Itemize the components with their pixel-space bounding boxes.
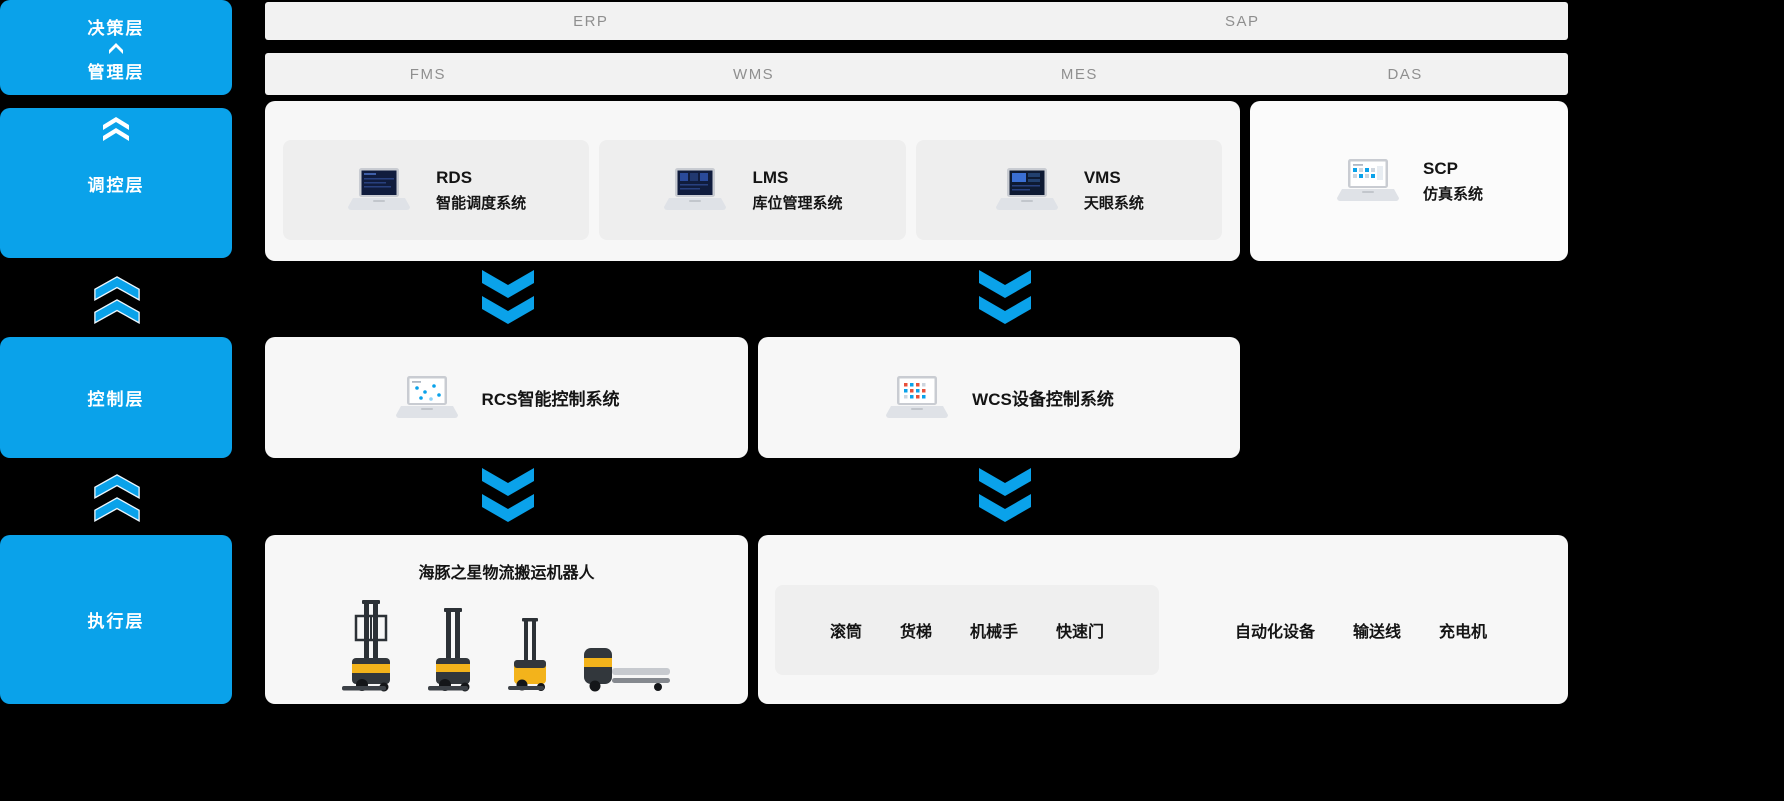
robots-panel: 海豚之星物流搬运机器人 [265,535,748,704]
mes-label: MES [1060,65,1098,83]
decision-layer-label: 决策层 [87,19,145,38]
rcs-panel: RCS智能控制系统 [265,337,748,458]
wcs-panel: WCS设备控制系统 [758,337,1240,458]
laptop-light-icon [395,375,458,418]
layer-box-execution: 执行层 [0,535,232,704]
device-robot-arm: 机械手 [969,624,1018,641]
rds-card: RDS 智能调度系统 [283,140,590,240]
vms-name: 天眼系统 [1083,194,1144,212]
arrow-down-icon [979,468,1031,522]
rcs-label: RCS智能控制系统 [481,390,620,409]
fms-wms-mes-das-bar: FMS WMS MES DAS [265,53,1568,95]
layer-box-decision-management: 决策层 管理层 [0,0,232,95]
rds-name: 智能调度系统 [436,194,527,212]
lms-name: 库位管理系统 [752,194,843,212]
arrow-down-to-devices [979,466,1031,526]
robot-pallet-truck-image [583,648,670,692]
management-layer-label: 管理层 [87,63,145,82]
laptop-light-icon [886,375,949,418]
laptop-dark-icon [664,168,727,210]
device-automation-equipment: 自动化设备 [1235,624,1316,641]
devices-outer-list: 自动化设备 输送线 充电机 [1235,585,1487,675]
lms-code: LMS [752,167,789,187]
robot-stacker-2-image [427,608,470,692]
layer-box-regulation: 调控层 [0,108,232,258]
laptop-light-icon [1336,159,1399,201]
arrow-down-to-robots [482,466,534,526]
erp-label: ERP [573,12,609,30]
scp-code: SCP [1422,158,1458,178]
execution-layer-label: 执行层 [87,612,145,631]
vms-code: VMS [1083,167,1121,187]
das-label: DAS [1387,65,1423,83]
arrow-up-sidebar-1 [94,270,140,328]
double-up-arrow-white-icon [103,117,129,141]
sap-label: SAP [1224,12,1260,30]
robots-title: 海豚之星物流搬运机器人 [418,565,595,582]
arrow-down-to-rcs [482,268,534,328]
device-freight-elevator: 货梯 [899,624,932,641]
arrow-down-icon [482,270,534,324]
arrow-up-icon [94,276,140,325]
device-conveyor-line: 输送线 [1353,624,1402,641]
laptop-dark-icon [348,168,411,210]
arrow-up-sidebar-2 [94,468,140,526]
wcs-label: WCS设备控制系统 [972,390,1114,409]
arrow-up-icon [94,474,140,523]
device-rapid-door: 快速门 [1055,624,1104,641]
arrow-down-icon [482,468,534,522]
devices-panel: 滚筒 货梯 机械手 快速门 自动化设备 输送线 充电机 [758,535,1568,704]
wms-label: WMS [733,65,775,83]
erp-sap-bar: ERP SAP [265,2,1568,40]
regulation-layer-label: 调控层 [87,175,145,195]
layer-box-control: 控制层 [0,337,232,458]
lms-card: LMS 库位管理系统 [599,140,906,240]
scp-name: 仿真系统 [1422,185,1483,203]
vms-card: VMS 天眼系统 [915,140,1222,240]
regulation-panel: RDS 智能调度系统 LMS 库位管理系统 [265,101,1240,261]
robot-stacker-3-image [507,618,546,691]
device-roller: 滚筒 [829,624,862,641]
arrow-down-icon [979,270,1031,324]
robots-row [265,600,748,692]
rds-code: RDS [436,167,473,187]
small-up-arrow-icon [109,43,123,54]
laptop-dark-icon [995,168,1058,210]
control-layer-label: 控制层 [87,390,145,409]
device-charger: 充电机 [1439,624,1488,641]
scp-panel: SCP 仿真系统 [1250,101,1568,261]
devices-inner-box: 滚筒 货梯 机械手 快速门 [775,585,1159,675]
arrow-down-to-wcs [979,268,1031,328]
robot-stacker-1-image [341,600,390,692]
fms-label: FMS [409,65,446,83]
